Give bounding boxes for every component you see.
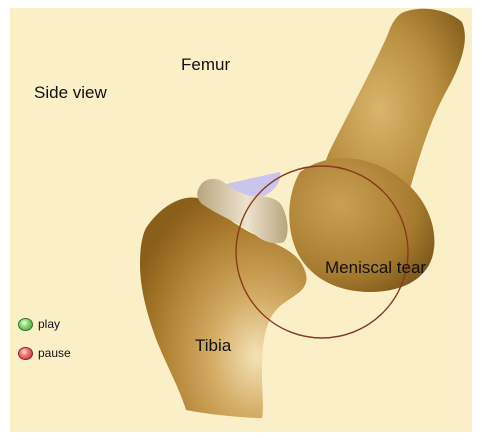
pause-icon bbox=[18, 347, 33, 360]
meniscal-tear-label: Meniscal tear bbox=[325, 258, 426, 278]
play-button[interactable]: play bbox=[18, 317, 60, 331]
pause-label: pause bbox=[38, 346, 71, 360]
femur-label: Femur bbox=[181, 55, 230, 75]
play-icon bbox=[18, 318, 33, 331]
play-label: play bbox=[38, 317, 60, 331]
tibia-label: Tibia bbox=[195, 336, 231, 356]
pause-button[interactable]: pause bbox=[18, 346, 71, 360]
side-view-label: Side view bbox=[34, 83, 107, 103]
